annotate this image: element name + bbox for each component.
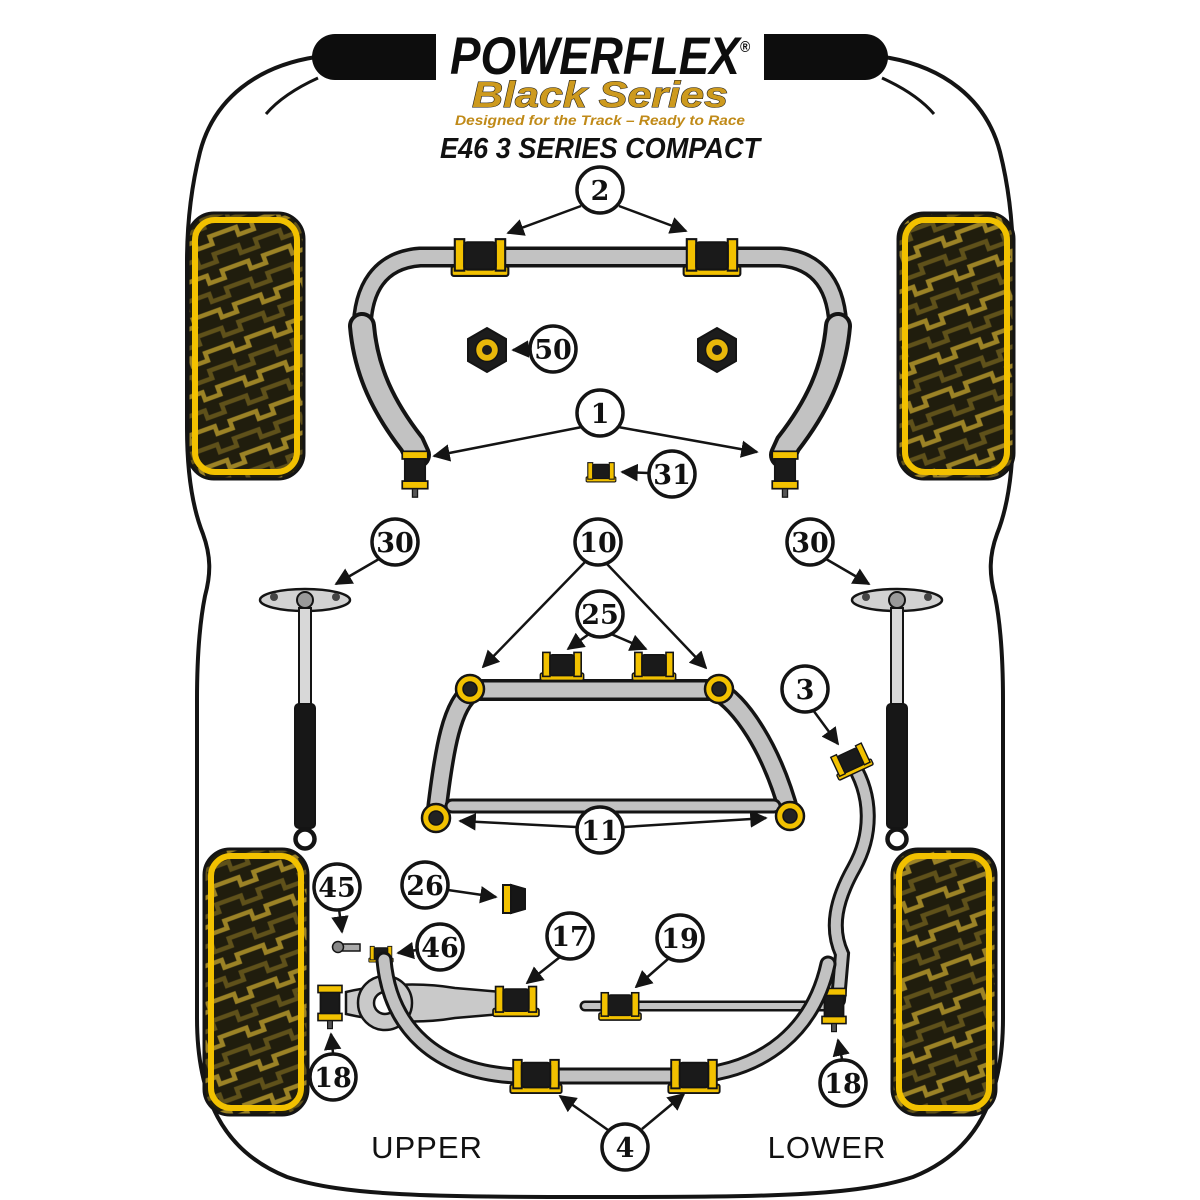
rear-arb-bushing-right [667, 1058, 721, 1095]
callout-31: 31 [647, 449, 697, 499]
callout-45-label: 45 [318, 873, 356, 904]
callout-26: 26 [400, 860, 450, 910]
series-logo: Black Series [472, 74, 728, 115]
callout-18-left: 18 [308, 1052, 358, 1102]
front-antiroll-bar [348, 246, 852, 469]
callout-4-label: 4 [616, 1133, 635, 1164]
bushing-26 [502, 883, 526, 915]
arrow [323, 1032, 342, 1054]
arrow [506, 204, 582, 236]
callout-50: 50 [528, 324, 578, 374]
arrow [623, 810, 768, 829]
model-title: E46 3 SERIES COMPACT [440, 133, 762, 165]
hood-line-right [881, 76, 936, 115]
callout-46: 46 [415, 922, 465, 972]
hex-nut-left [467, 327, 507, 373]
callout-19: 19 [655, 913, 705, 963]
callout-11: 11 [575, 805, 625, 855]
callout-25: 25 [575, 589, 625, 639]
subframe-mount-top-right [703, 673, 735, 705]
brand-logo: POWERFLEX® [450, 27, 750, 86]
arrow [525, 956, 561, 985]
callout-18-right-label: 18 [824, 1069, 862, 1100]
hex-nut-right [697, 327, 737, 373]
callout-19-label: 19 [661, 924, 699, 955]
arrow [811, 709, 840, 746]
callout-3-label: 3 [796, 675, 815, 706]
brand-tagline: Designed for the Track – Ready to Race [455, 112, 745, 128]
bushing-31 [585, 462, 617, 483]
arrow [825, 557, 871, 586]
subframe-mount-bottom-left [420, 802, 452, 834]
callout-1-label: 1 [591, 399, 610, 430]
subframe-top-bushing-right [631, 651, 677, 682]
callout-17: 17 [545, 911, 595, 961]
label-lower: LOWER [768, 1130, 887, 1165]
subframe-mount-top-left [454, 673, 486, 705]
callout-2-label: 2 [591, 176, 610, 207]
arrow [331, 908, 349, 934]
callout-10-label: 10 [579, 528, 617, 559]
callout-18-right: 18 [818, 1058, 868, 1108]
arrow [396, 941, 418, 960]
arrow [832, 1038, 850, 1060]
arrow [617, 425, 759, 458]
arb-bushing-left [450, 238, 510, 277]
callout-45: 45 [312, 862, 362, 912]
callout-30-left-label: 30 [376, 528, 414, 559]
callout-30-right: 30 [785, 517, 835, 567]
arrow [481, 561, 586, 669]
callout-50-label: 50 [534, 335, 572, 366]
callouts: 2 50 1 31 30 10 30 25 3 11 45 26 46 17 1… [308, 165, 868, 1172]
callout-18-left-label: 18 [314, 1063, 352, 1094]
subframe-mount-bottom-right [774, 800, 806, 832]
arrow [334, 557, 380, 586]
callout-10: 10 [573, 517, 623, 567]
callout-11-label: 11 [581, 816, 619, 847]
logo-panel [436, 26, 764, 132]
arrow [641, 1092, 686, 1130]
arrow [618, 204, 688, 234]
callout-3: 3 [780, 664, 830, 714]
callout-30-right-label: 30 [791, 528, 829, 559]
callout-25-label: 25 [581, 600, 619, 631]
tire-rear-right [890, 847, 998, 1117]
arrow [566, 632, 590, 651]
callout-31-label: 31 [653, 460, 691, 491]
arrow [432, 425, 583, 462]
callout-17-label: 17 [551, 922, 589, 953]
registered-mark: ® [740, 39, 750, 56]
arb-bushing-right [682, 238, 742, 277]
arrow [610, 632, 648, 651]
callout-26-label: 26 [406, 871, 444, 902]
callout-2: 2 [575, 165, 625, 215]
callout-46-label: 46 [421, 933, 459, 964]
arrow [620, 463, 649, 482]
label-upper: UPPER [371, 1130, 483, 1165]
hood-line-left [264, 76, 319, 115]
callout-arrows [323, 204, 871, 1132]
callout-4: 4 [600, 1122, 650, 1172]
rear-arb-bushing-left [509, 1058, 563, 1095]
subframe-top-bushing-left [539, 651, 585, 682]
tire-front-left [186, 211, 306, 481]
tire-rear-left [202, 847, 310, 1117]
arrow [458, 813, 577, 831]
brand-header: POWERFLEX® Black Series Designed for the… [312, 26, 888, 165]
arrow [634, 958, 669, 989]
callout-1: 1 [575, 388, 625, 438]
arrow [447, 886, 498, 904]
rear-antiroll-bar [375, 951, 837, 1085]
arrow [606, 563, 708, 670]
bushing-17 [492, 985, 540, 1018]
arrow [558, 1094, 609, 1132]
rear-upper-arm [827, 752, 876, 1008]
arrow [511, 340, 530, 358]
bushing-19 [598, 991, 642, 1021]
tire-front-right [896, 211, 1016, 481]
callout-30-left: 30 [370, 517, 420, 567]
bolt-45 [331, 940, 361, 954]
brand-name: POWERFLEX [450, 27, 742, 86]
